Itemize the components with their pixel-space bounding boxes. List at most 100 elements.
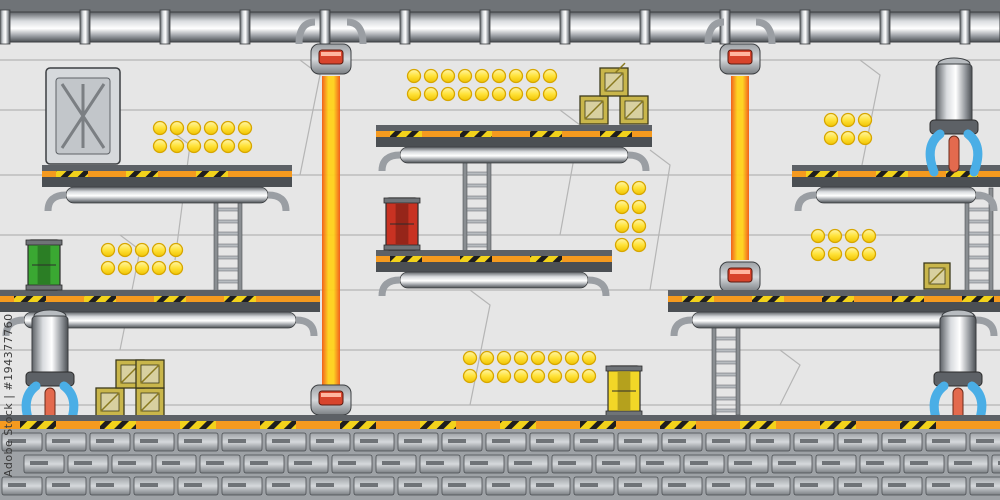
coin: [530, 368, 546, 384]
emitter-hose: [755, 18, 776, 45]
coin-group-lower-center: [462, 350, 597, 384]
platform-under-pipe: [691, 311, 977, 329]
floor-hazard: [900, 421, 936, 429]
platform-base: [42, 177, 292, 187]
floor-hazard: [260, 421, 296, 429]
box-brace: [624, 100, 644, 120]
laser-emitter-top: [295, 18, 367, 75]
floor-slot: [272, 483, 290, 487]
floor-slot: [866, 461, 884, 465]
wall-seam: [649, 149, 671, 291]
door-emblem: [60, 83, 106, 149]
platform-top-left: [42, 165, 292, 212]
ladder-rung: [217, 243, 239, 248]
floor-hazard: [500, 421, 536, 429]
emitter-hose: [704, 18, 725, 45]
red-barrel: [383, 197, 421, 251]
floor-slot: [580, 439, 598, 443]
floor-slot: [558, 461, 576, 465]
hazard-strip: [126, 171, 158, 177]
floor-slot: [360, 483, 378, 487]
wall-seam: [779, 349, 801, 406]
floor-slot: [338, 461, 356, 465]
hazard-strip: [224, 296, 256, 302]
ladder-rung: [466, 171, 488, 176]
platform-top-right: [792, 165, 1000, 212]
ladder-rung: [466, 207, 488, 212]
coin: [168, 260, 184, 276]
floor-slot: [316, 483, 334, 487]
pipe-joint: [0, 9, 11, 45]
ladder-rung: [715, 348, 737, 353]
green-barrel: [25, 239, 63, 291]
coin-group-right-middle: [810, 228, 877, 262]
floor-slot: [228, 439, 246, 443]
floor-slot: [536, 439, 554, 443]
ladder-rung: [968, 267, 990, 272]
coin: [861, 228, 877, 244]
platform-top-edge: [792, 165, 1000, 171]
pipe-joint: [799, 9, 811, 45]
pipe-joint: [559, 9, 571, 45]
floor-hazard: [340, 421, 376, 429]
floor-slot: [184, 483, 202, 487]
hazard-strip: [530, 256, 562, 262]
pipe-joint: [319, 9, 331, 45]
platform-base: [792, 177, 1000, 187]
floor-slot: [910, 461, 928, 465]
emitter-glint: [730, 52, 750, 56]
coin: [117, 242, 133, 258]
emitter-glint: [321, 393, 341, 397]
coin: [614, 199, 630, 215]
floor-hazard: [100, 421, 136, 429]
pod-cylinder: [935, 63, 973, 127]
floor-slot: [602, 461, 620, 465]
pipe-joint: [399, 9, 411, 45]
floor-slot: [690, 461, 708, 465]
platform-base: [0, 302, 320, 312]
platform-pipe-bend: [794, 191, 817, 212]
coin: [134, 242, 150, 258]
platform-base: [376, 262, 612, 272]
coin: [840, 130, 856, 146]
ladder-rung: [466, 195, 488, 200]
coin: [474, 86, 490, 102]
floor-slot: [140, 483, 158, 487]
coin: [186, 120, 202, 136]
floor-slot: [52, 439, 70, 443]
coin: [462, 350, 478, 366]
emitter-glint: [730, 270, 750, 274]
coin: [614, 237, 630, 253]
coin: [440, 86, 456, 102]
coin: [169, 138, 185, 154]
floor-hazard: [660, 421, 696, 429]
coin: [564, 368, 580, 384]
pipe-joint: [719, 9, 731, 45]
ladder-rung: [968, 231, 990, 236]
coin: [525, 68, 541, 84]
coin-group-center-column: [614, 180, 647, 253]
emitter-hose: [346, 18, 367, 45]
floor-slot: [778, 461, 796, 465]
coin: [530, 350, 546, 366]
platform-base: [668, 302, 1000, 312]
coin: [237, 120, 253, 136]
platform-pipe-bend: [378, 151, 401, 172]
platform-pipe-bend: [670, 316, 693, 337]
coin: [100, 260, 116, 276]
ladder-rung: [217, 279, 239, 284]
box: [614, 62, 626, 74]
platform-base: [376, 137, 652, 147]
floor-slot: [294, 461, 312, 465]
laser-emitter-top: [704, 18, 776, 75]
floor-slot: [30, 461, 48, 465]
wall-seam: [469, 289, 491, 406]
floor-slot: [668, 439, 686, 443]
ceiling-pipe: [0, 0, 1000, 45]
pod-cylinder: [31, 315, 69, 379]
coin: [496, 368, 512, 384]
floor-machinery: [0, 415, 1000, 500]
platform-top-edge: [376, 125, 652, 131]
floor-slot: [382, 461, 400, 465]
